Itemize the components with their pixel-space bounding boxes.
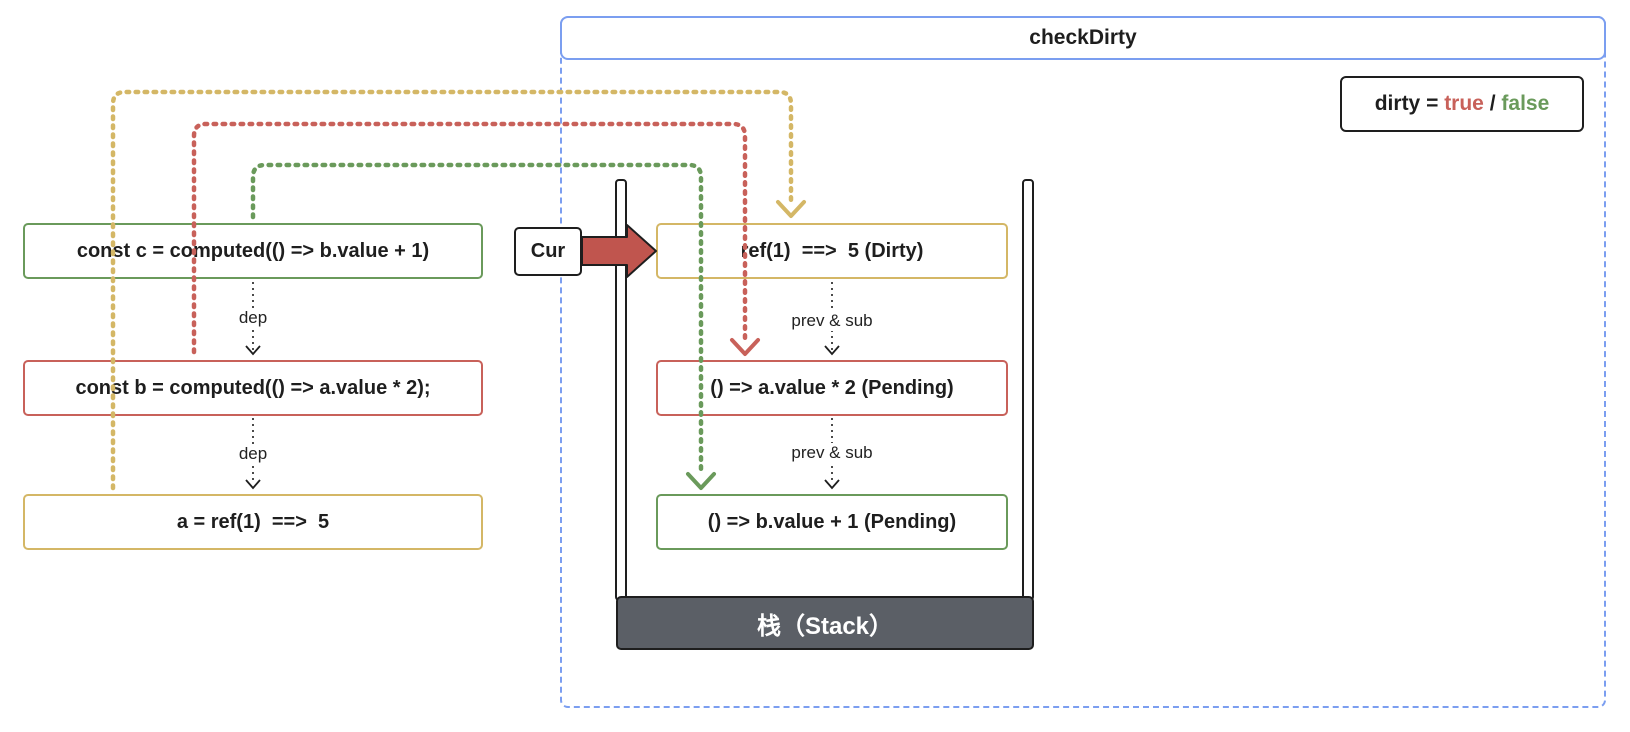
- stack-item-c-effect: () => b.value + 1 (Pending): [656, 494, 1008, 550]
- legend-false: false: [1501, 92, 1550, 115]
- node-ref-a: a = ref(1) ==> 5: [23, 494, 483, 550]
- dep-label-1: dep: [236, 308, 270, 328]
- cursor-box: Cur: [514, 227, 582, 276]
- legend-prefix: dirty =: [1374, 92, 1445, 115]
- node-computed-c: const c = computed(() => b.value + 1): [23, 223, 483, 279]
- dep-label-2: dep: [236, 444, 270, 464]
- dirty-legend: dirty = true / false: [1340, 76, 1584, 132]
- legend-separator: /: [1483, 92, 1502, 115]
- stack-item-b-effect: () => a.value * 2 (Pending): [656, 360, 1008, 416]
- route-red: [191, 121, 748, 355]
- stack-edge-label-1: prev & sub: [789, 311, 875, 331]
- route-yellow-arrowhead: [776, 200, 806, 218]
- stack-item-ref: ref(1) ==> 5 (Dirty): [656, 223, 1008, 279]
- stack-arrowhead-1: [824, 345, 840, 356]
- route-yellow: [110, 89, 794, 491]
- legend-true: true: [1444, 92, 1484, 115]
- route-green: [250, 162, 704, 477]
- dep-arrowhead-1: [245, 345, 261, 356]
- checkdirty-title: checkDirty: [560, 16, 1606, 60]
- stack-edge-label-2: prev & sub: [789, 443, 875, 463]
- stack-base: 栈（Stack）: [616, 596, 1034, 650]
- route-green-arrowhead: [686, 472, 716, 490]
- dep-arrowhead-2: [245, 479, 261, 490]
- stack-arrowhead-2: [824, 479, 840, 490]
- cursor-arrow: [581, 224, 657, 278]
- route-red-arrowhead: [730, 338, 760, 356]
- node-computed-b: const b = computed(() => a.value * 2);: [23, 360, 483, 416]
